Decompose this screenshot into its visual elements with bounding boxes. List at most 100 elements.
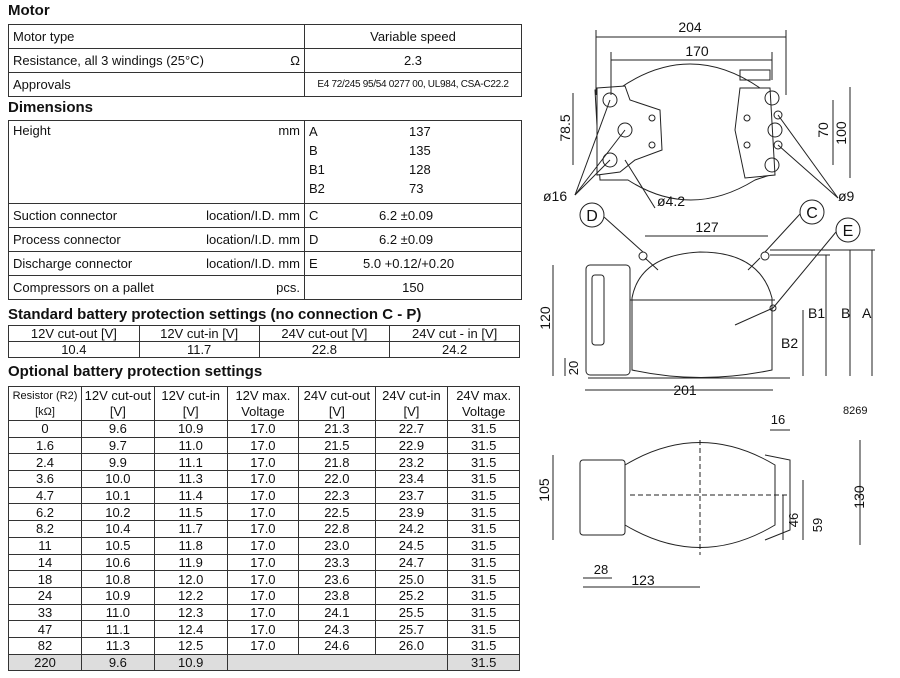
table-cell: 31.5 — [447, 586, 520, 605]
svg-text:204: 204 — [678, 19, 702, 35]
table-cell: 31.5 — [447, 470, 520, 488]
svg-text:C: C — [806, 205, 818, 222]
top-view-drawing: 204 170 78.5 70 100 ø16 ø4.2 ø9 — [543, 19, 855, 209]
svg-text:46: 46 — [786, 513, 801, 527]
svg-text:16: 16 — [771, 412, 785, 427]
table-cell: 23.0 — [298, 536, 376, 555]
table-cell: 11.9 — [153, 553, 228, 572]
table-cell: 23.2 — [374, 453, 449, 472]
table-cell: 22.9 — [374, 436, 449, 455]
table-cell: 17.0 — [226, 520, 300, 538]
svg-text:E: E — [843, 223, 854, 240]
svg-text:100: 100 — [833, 121, 849, 145]
svg-text:120: 120 — [537, 306, 553, 330]
svg-text:28: 28 — [594, 562, 608, 577]
svg-text:170: 170 — [685, 43, 709, 59]
svg-text:20: 20 — [566, 361, 581, 375]
table-header-row: Resistor (R2)[kΩ]12V cut-out[V]12V cut-i… — [8, 386, 520, 421]
table-cell: 8.2 — [8, 520, 82, 538]
column-header: 12V cut-in[V] — [153, 386, 228, 421]
svg-text:ø16: ø16 — [543, 188, 567, 204]
bottom-view-drawing: 16 105 46 59 130 28 123 — [536, 412, 867, 588]
table-cell: 31.5 — [447, 503, 520, 522]
table-cell: 3.6 — [8, 470, 82, 488]
svg-text:8269: 8269 — [843, 405, 867, 417]
dimensions-heading: Dimensions — [8, 99, 94, 116]
table-cell: 11.1 — [80, 620, 155, 638]
table-cell: 22.5 — [298, 503, 376, 522]
svg-text:70: 70 — [815, 122, 831, 138]
table-cell: 6.2 — [8, 503, 82, 522]
table-cell: 23.3 — [298, 553, 376, 572]
table-cell: 22.7 — [374, 420, 449, 438]
standard-protection-table: 12V cut-out [V]12V cut-in [V]24V cut-out… — [8, 325, 520, 358]
table-cell: 10.4 — [80, 520, 155, 538]
side-view-drawing: D C E 127 120 20 201 B1 B A B2 8269 — [537, 199, 875, 417]
svg-text:ø9: ø9 — [838, 188, 855, 204]
svg-text:201: 201 — [673, 382, 697, 398]
svg-text:B2: B2 — [781, 335, 798, 351]
svg-text:ø4.2: ø4.2 — [657, 193, 685, 209]
svg-text:78.5: 78.5 — [557, 114, 573, 141]
svg-text:130: 130 — [851, 485, 867, 509]
optional-protection-table: Resistor (R2)[kΩ]12V cut-out[V]12V cut-i… — [8, 386, 520, 672]
table-cell: 31.5 — [447, 636, 520, 655]
table-cell: 25.2 — [374, 586, 449, 605]
svg-text:A: A — [862, 305, 872, 321]
table-cell: 18 — [8, 570, 82, 588]
svg-text:D: D — [586, 208, 598, 225]
svg-text:59: 59 — [810, 518, 825, 532]
table-cell: 23.9 — [374, 503, 449, 522]
table-cell: 21.3 — [298, 420, 376, 438]
svg-text:105: 105 — [536, 478, 552, 502]
table-cell: 24.2 — [374, 520, 449, 538]
table-cell: 10.5 — [80, 536, 155, 555]
svg-text:B: B — [841, 305, 850, 321]
table-cell: 12.2 — [153, 586, 228, 605]
svg-text:123: 123 — [631, 572, 655, 588]
table-cell: 11.0 — [153, 436, 228, 455]
motor-heading: Motor — [8, 2, 50, 19]
table-cell: 11.4 — [153, 486, 228, 505]
optional-heading: Optional battery protection settings — [8, 363, 263, 380]
table-cell: 11.8 — [153, 536, 228, 555]
column-header: Resistor (R2)[kΩ] — [8, 386, 82, 421]
column-header: 12V max.Voltage — [226, 386, 300, 421]
standard-heading: Standard battery protection settings (no… — [8, 306, 422, 323]
column-header: 12V cut-out[V] — [80, 386, 155, 421]
table-cell: 11.1 — [153, 453, 228, 472]
table-cell: 31.5 — [447, 420, 520, 438]
table-cell: 17.0 — [226, 603, 300, 622]
table-cell: 23.7 — [374, 486, 449, 505]
table-cell: 31.5 — [447, 570, 520, 588]
table-cell: 17.0 — [226, 570, 300, 588]
column-header: 24V cut-out[V] — [298, 386, 376, 421]
svg-text:127: 127 — [695, 219, 719, 235]
table-cell: 4.7 — [8, 486, 82, 505]
svg-text:B1: B1 — [808, 305, 825, 321]
table-cell: 17.0 — [226, 553, 300, 572]
table-cell: 23.6 — [298, 570, 376, 588]
column-header: 24V max.Voltage — [447, 386, 520, 421]
column-header: 24V cut-in[V] — [374, 386, 449, 421]
